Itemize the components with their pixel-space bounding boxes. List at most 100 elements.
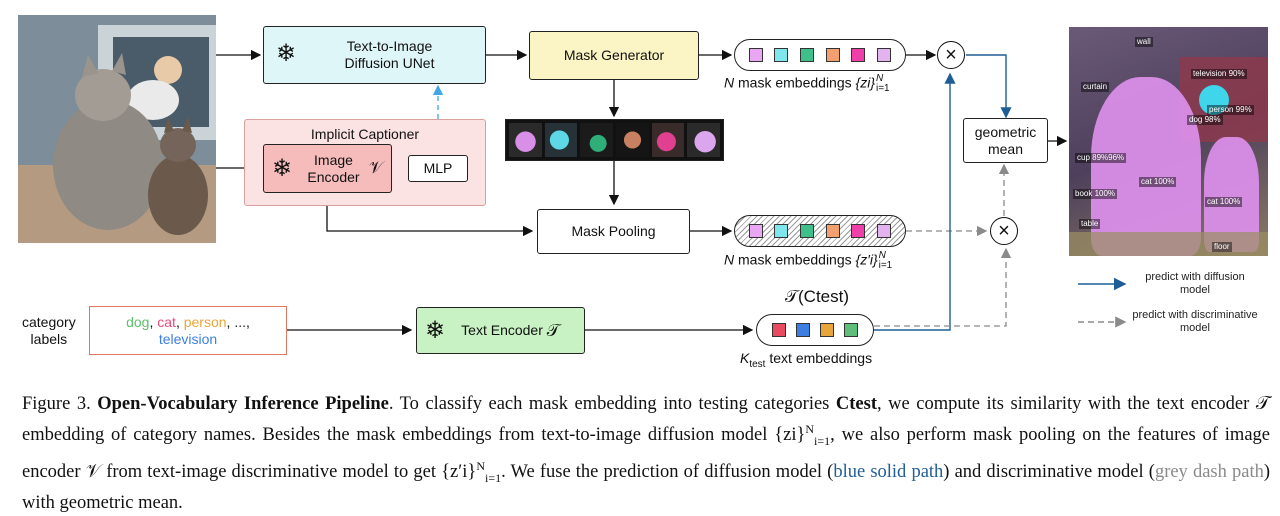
- pooled-mask-token: [877, 224, 892, 238]
- text-embed-title: 𝒯(Ctest): [785, 287, 850, 306]
- geometric-mean-line1: geometric: [974, 123, 1037, 140]
- caption-part3: , we also perform mask pooling on the fe…: [22, 425, 1270, 482]
- mask-thumbnail: [509, 123, 542, 157]
- category-item: person: [183, 313, 227, 330]
- category-list-box: dog, cat, person, ..., television: [89, 306, 287, 355]
- mlp-label: MLP: [423, 160, 453, 176]
- mask-generator-box: Mask Generator: [529, 31, 699, 80]
- pooled-mask-embed-sub: i=1: [878, 260, 893, 271]
- unet-label-line2: Diffusion UNet: [344, 55, 435, 71]
- circled-times-icon: ×: [990, 217, 1018, 245]
- seg-label: cat 100%: [1205, 197, 1243, 207]
- mlp-box: MLP: [408, 155, 468, 182]
- pooled-mask-embed-set: {z′i}: [855, 251, 878, 268]
- mask-embed-set: {zi}: [855, 74, 875, 91]
- caption-part2: , we compute its similarity with the tex…: [22, 394, 1270, 446]
- pooled-mask-count-symbol: N: [724, 251, 735, 268]
- mask-token: [851, 48, 866, 62]
- text-token: [796, 323, 810, 337]
- mask-generator-label: Mask Generator: [563, 47, 665, 63]
- pooled-mask-token: [774, 224, 789, 238]
- pipeline-figure: ❄ Text-to-Image Diffusion UNet Mask Gene…: [18, 15, 1268, 370]
- legend-blue-text: predict with diffusion model: [1145, 271, 1245, 296]
- image-encoder-symbol: 𝒱: [368, 158, 383, 177]
- caption-part5: ) and discriminative model (: [943, 462, 1155, 482]
- caption-grey-path: grey dash path: [1154, 462, 1264, 482]
- mask-embed-sub: i=1: [876, 83, 890, 94]
- seg-label: television 90%: [1191, 69, 1247, 79]
- image-encoder-box: ❄ Image Encoder 𝒱: [263, 144, 392, 193]
- caption-prefix: Figure 3.: [22, 394, 91, 414]
- caption-blue-path: blue solid path: [833, 462, 944, 482]
- snowflake-icon: ❄: [425, 317, 446, 344]
- pooled-mask-embed-text: mask embeddings: [738, 251, 852, 268]
- mask-token: [800, 48, 815, 62]
- category-item: cat: [157, 313, 176, 330]
- caption-part1: . To classify each mask embedding into t…: [388, 394, 836, 414]
- mask-embeddings-row: [734, 39, 906, 71]
- seg-label: table: [1079, 219, 1101, 229]
- caption-ctest: Ctest: [835, 394, 877, 414]
- caption-title: Open-Vocabulary Inference Pipeline: [97, 394, 389, 414]
- category-item: television: [158, 330, 218, 347]
- seg-label: dog 98%: [1187, 115, 1223, 125]
- geometric-mean-line2: mean: [987, 140, 1024, 157]
- seg-label: floor: [1212, 242, 1232, 252]
- geometric-mean-box: geometric mean: [963, 118, 1048, 163]
- mask-thumbnail: [651, 123, 685, 157]
- mask-thumbnail: [580, 123, 614, 157]
- text-embed-text: text embeddings: [769, 350, 873, 366]
- mask-thumbnail: [544, 123, 578, 157]
- mask-embed-sup: N: [876, 73, 884, 84]
- seg-label: book 100%: [1073, 189, 1118, 199]
- circled-times-icon: ×: [937, 41, 965, 69]
- cat-segment-large: [1091, 77, 1201, 256]
- mask-pooling-label: Mask Pooling: [571, 223, 656, 239]
- implicit-captioner-label: Implicit Captioner: [310, 126, 420, 142]
- mask-count-symbol: N: [724, 74, 735, 91]
- category-label-line2: labels: [30, 331, 68, 347]
- mask-token: [774, 48, 789, 62]
- mask-pooling-box: Mask Pooling: [537, 209, 690, 254]
- mask-thumbnail: [616, 123, 649, 157]
- unet-label-line1: Text-to-Image: [346, 38, 433, 54]
- seg-label: person 99%: [1207, 105, 1254, 115]
- text-encoder-box: ❄ Text Encoder 𝒯: [416, 307, 585, 354]
- mask-embed-text: mask embeddings: [738, 74, 852, 91]
- pooled-mask-token: [825, 224, 840, 238]
- figure-caption: Figure 3. Open-Vocabulary Inference Pipe…: [22, 394, 1271, 513]
- seg-label: cat 100%: [1139, 177, 1177, 187]
- input-image-cats: [18, 15, 216, 243]
- caption-part4: . We fuse the prediction of diffusion mo…: [501, 462, 834, 482]
- legend-grey-text: predict with discriminative model: [1132, 309, 1258, 334]
- seg-label: cup 89%96%: [1075, 153, 1127, 163]
- text-token: [844, 323, 858, 337]
- segmentation-result-image: wall curtain television 90% person 99% d…: [1069, 27, 1268, 256]
- person-segment: [1199, 85, 1229, 115]
- legend-blue-label: predict with diffusion model: [1130, 271, 1260, 297]
- seg-label: curtain: [1081, 82, 1110, 92]
- floor-segment: [1069, 232, 1268, 256]
- text-encoder-symbol: 𝒯: [546, 321, 560, 340]
- mask-thumbnail: [687, 123, 721, 157]
- category-labels-caption: category labels: [22, 314, 76, 348]
- category-item: ...: [234, 313, 246, 330]
- caption-part6: ) with geometric mean.: [22, 462, 1271, 513]
- text-embeddings-label: Ktest text embeddings: [740, 350, 872, 370]
- text-count-symbol: K: [740, 350, 750, 366]
- diffusion-unet-box: ❄ Text-to-Image Diffusion UNet: [263, 26, 486, 84]
- mask-token: [748, 48, 763, 62]
- text-encoder-label: Text Encoder: [461, 322, 543, 338]
- mask-token: [877, 48, 892, 62]
- predicted-masks-strip: [505, 119, 724, 161]
- text-count-sub: test: [749, 358, 766, 370]
- mask-token: [825, 48, 840, 62]
- seg-label: wall: [1135, 37, 1153, 47]
- snowflake-icon: ❄: [272, 155, 293, 182]
- pooled-mask-token: [748, 224, 763, 238]
- image-encoder-line2: Encoder: [307, 168, 360, 185]
- pooled-mask-embed-sup: N: [878, 250, 886, 261]
- text-embeddings-row: [756, 314, 874, 346]
